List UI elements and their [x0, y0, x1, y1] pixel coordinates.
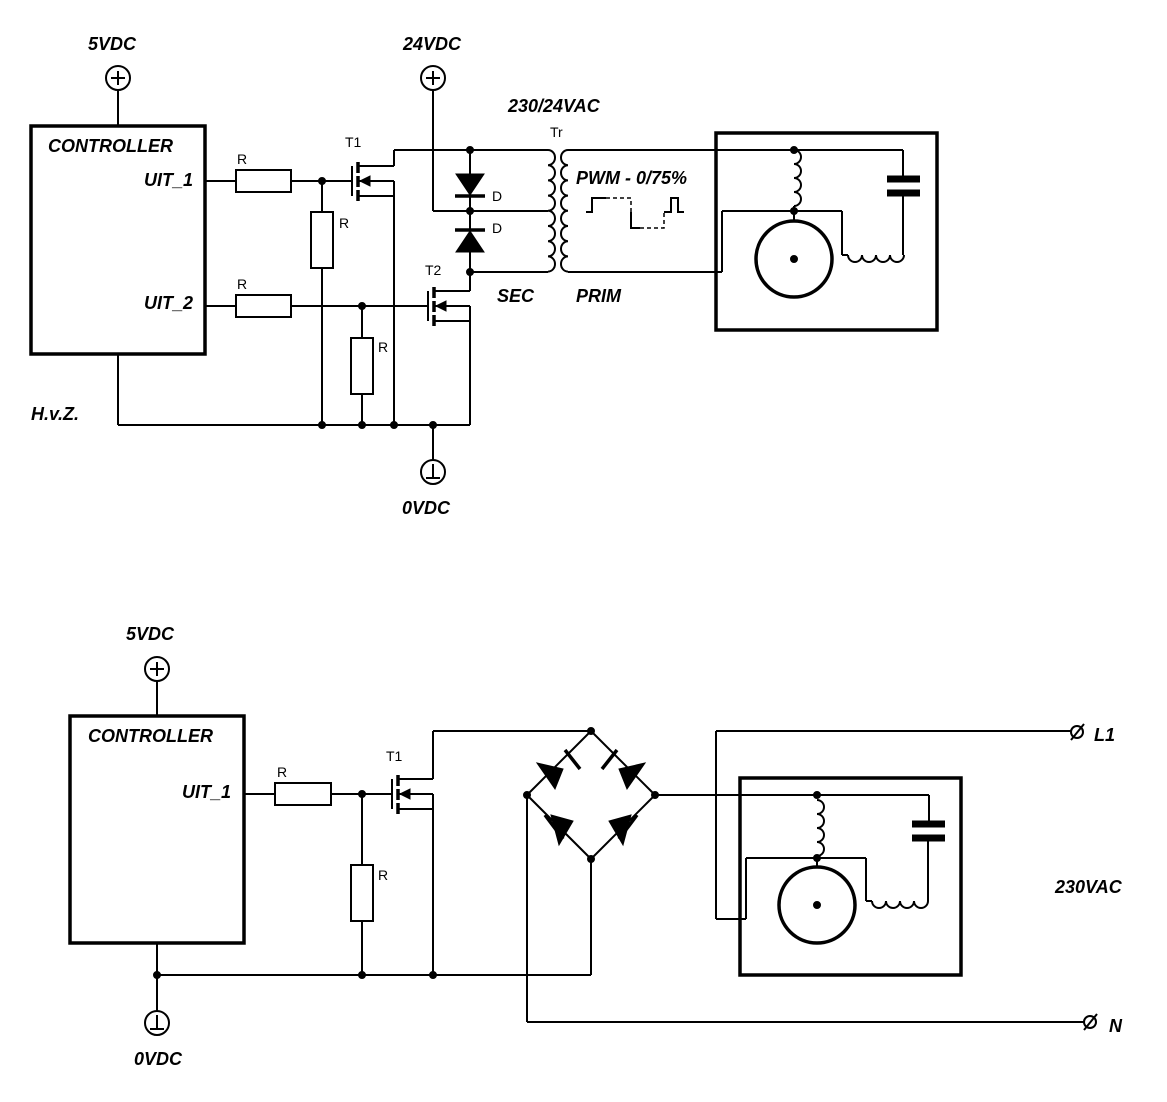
- top-d2-label: D: [492, 220, 502, 236]
- bottom-controller-block: [68, 714, 246, 945]
- top-r1-resistor: [235, 169, 292, 193]
- top-circuit: 5VDC CONTROLLER UIT_1 UIT_2 H.v.Z. R R R: [29, 34, 939, 518]
- top-t2-mosfet: [427, 272, 471, 425]
- bottom-uit1-label: UIT_1: [182, 782, 231, 802]
- bottom-t1-mosfet: [391, 730, 591, 975]
- top-r1-label: R: [237, 151, 247, 167]
- bottom-n-terminal-icon: [1083, 1013, 1098, 1031]
- top-sec-label: SEC: [497, 286, 535, 306]
- top-transformer-rating: 230/24VAC: [507, 96, 601, 116]
- top-prim-label: PRIM: [576, 286, 622, 306]
- top-24v-plus-icon: [420, 65, 446, 91]
- bottom-controller-label: CONTROLLER: [88, 726, 213, 746]
- bottom-5vdc-label: 5VDC: [126, 624, 175, 644]
- top-uit2-label: UIT_2: [144, 293, 193, 313]
- top-5v-plus-icon: [105, 65, 131, 91]
- top-ground-icon: [420, 459, 446, 485]
- bottom-r2-resistor: [350, 864, 374, 922]
- bottom-circuit: 5VDC CONTROLLER UIT_1 R R: [68, 624, 1123, 1069]
- bottom-l1-terminal-icon: [1070, 723, 1085, 741]
- bottom-r1-label: R: [277, 764, 287, 780]
- top-hvz-note: H.v.Z.: [31, 404, 79, 424]
- top-r3-label: R: [237, 276, 247, 292]
- top-r3-resistor: [235, 294, 292, 318]
- top-pwm-label: PWM - 0/75%: [576, 168, 687, 188]
- bottom-ground-icon: [144, 1010, 170, 1036]
- bottom-bridge-rectifier: [523, 727, 659, 863]
- top-capacitor-icon: [887, 175, 920, 197]
- bottom-motor-icon: [777, 865, 857, 945]
- top-t1-label: T1: [345, 134, 362, 150]
- top-controller-block: [29, 124, 207, 356]
- top-tr-label: Tr: [550, 124, 563, 140]
- bottom-r1-resistor: [274, 782, 332, 806]
- top-diode-2: [455, 228, 485, 253]
- top-0vdc-label: 0VDC: [402, 498, 451, 518]
- bottom-230vac-label: 230VAC: [1054, 877, 1123, 897]
- bottom-t1-label: T1: [386, 748, 403, 764]
- bottom-n-label: N: [1109, 1016, 1123, 1036]
- top-r2-label: R: [339, 215, 349, 231]
- top-transformer-primary-coil: [560, 149, 569, 273]
- top-transformer-secondary-coil: [547, 149, 556, 273]
- bottom-capacitor-icon: [912, 820, 945, 842]
- top-motor-icon: [754, 219, 834, 299]
- top-pwm-waveform-icon: [586, 197, 684, 229]
- top-r4-label: R: [378, 339, 388, 355]
- top-motor-box: [714, 131, 939, 332]
- top-t2-label: T2: [425, 262, 442, 278]
- top-diode-1: [455, 173, 485, 198]
- top-d1-label: D: [492, 188, 502, 204]
- top-r2-resistor: [310, 211, 334, 269]
- bottom-5v-plus-icon: [144, 656, 170, 682]
- top-24vdc-label: 24VDC: [402, 34, 462, 54]
- bottom-r2-label: R: [378, 867, 388, 883]
- bottom-motor-box: [738, 776, 963, 977]
- bottom-l1-label: L1: [1094, 725, 1115, 745]
- top-r4-resistor: [350, 337, 374, 395]
- top-controller-label: CONTROLLER: [48, 136, 173, 156]
- top-uit1-label: UIT_1: [144, 170, 193, 190]
- bottom-0vdc-label: 0VDC: [134, 1049, 183, 1069]
- top-5vdc-label: 5VDC: [88, 34, 137, 54]
